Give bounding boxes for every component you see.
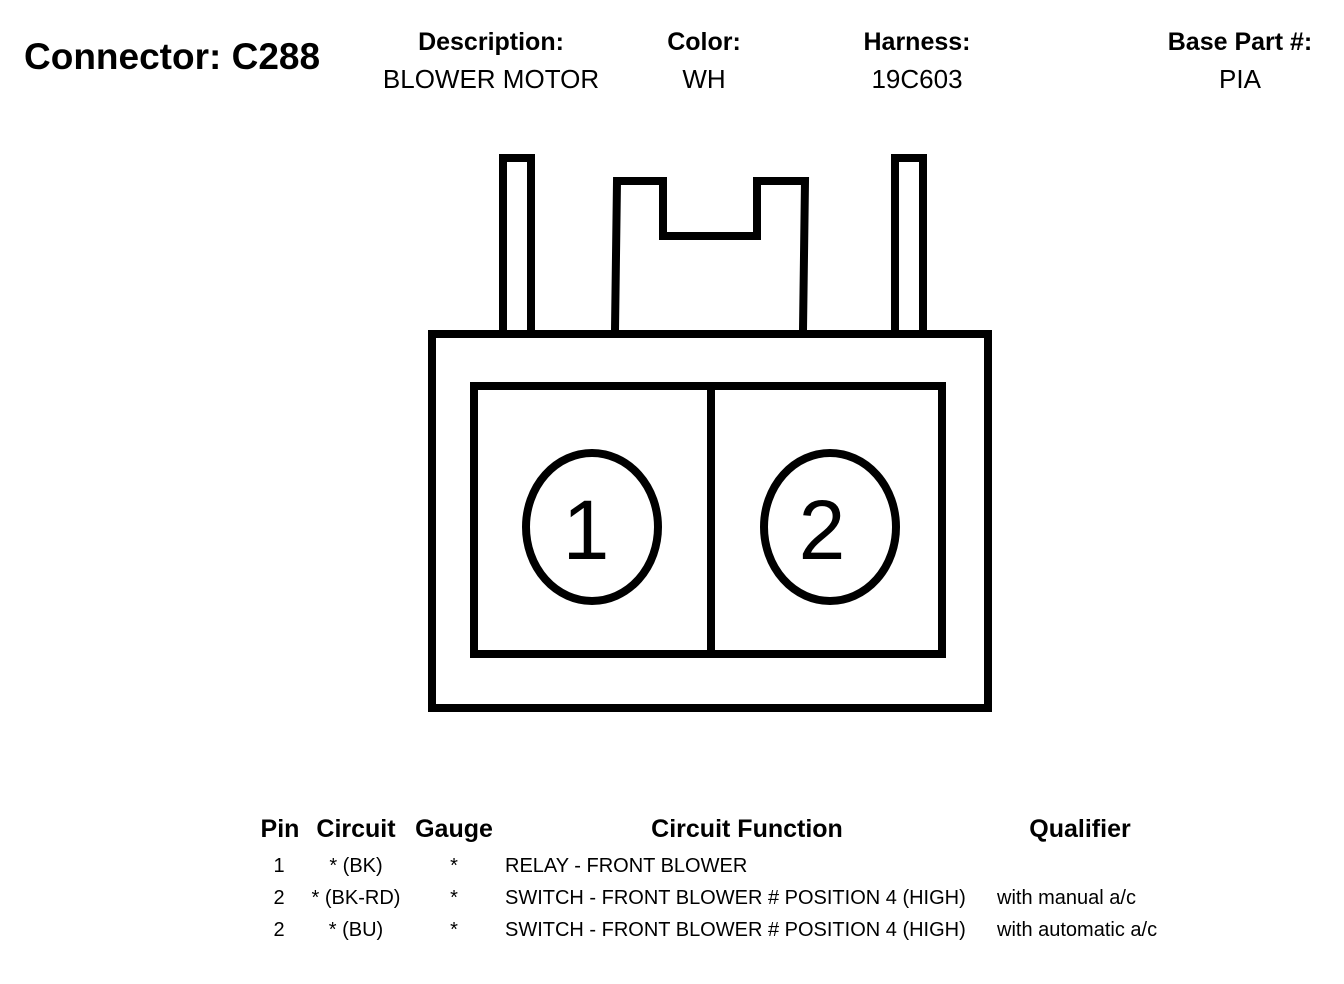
column-header-qualifier: Qualifier [1029, 815, 1131, 843]
connector-id: C288 [231, 36, 321, 77]
row-3-gauge: * [450, 919, 458, 941]
connector-title: Connector: C288 [24, 36, 320, 78]
right-locking-post [891, 154, 927, 330]
pin-2-number: 2 [799, 483, 846, 577]
color-value: WH [682, 64, 726, 94]
row-2-circuit: * (BK-RD) [311, 887, 401, 909]
base-part-label: Base Part #: [1167, 28, 1313, 56]
row-2-qualifier: with manual a/c [997, 887, 1136, 909]
row-2-gauge: * [450, 887, 458, 909]
harness-label: Harness: [863, 28, 971, 56]
harness-value: 19C603 [871, 64, 963, 94]
color-label: Color: [667, 28, 741, 56]
base-part-value: PIA [1219, 64, 1261, 94]
column-header-gauge: Gauge [415, 815, 493, 843]
row-3-qualifier: with automatic a/c [997, 919, 1158, 941]
column-header-pin: Pin [260, 815, 300, 843]
row-2-pin: 2 [273, 887, 285, 909]
pin-1-circle [522, 449, 662, 605]
row-2-function: SWITCH - FRONT BLOWER # POSITION 4 (HIGH… [505, 887, 966, 909]
pin-2-circle [760, 449, 900, 605]
row-3-function: SWITCH - FRONT BLOWER # POSITION 4 (HIGH… [505, 919, 966, 941]
row-3-circuit: * (BU) [328, 919, 384, 941]
connector-housing [428, 330, 992, 712]
row-1-pin: 1 [273, 855, 285, 877]
pin-1-number: 1 [563, 483, 610, 577]
connector-label: Connector: [24, 36, 222, 77]
description-value: BLOWER MOTOR [382, 64, 600, 94]
center-latch [611, 177, 810, 331]
row-3-pin: 2 [273, 919, 285, 941]
column-header-circuit: Circuit [316, 815, 396, 843]
description-label: Description: [418, 28, 564, 56]
row-1-function: RELAY - FRONT BLOWER [505, 855, 748, 877]
left-locking-post [499, 154, 535, 330]
row-1-circuit: * (BK) [329, 855, 383, 877]
row-1-gauge: * [450, 855, 458, 877]
column-header-function: Circuit Function [651, 815, 843, 843]
